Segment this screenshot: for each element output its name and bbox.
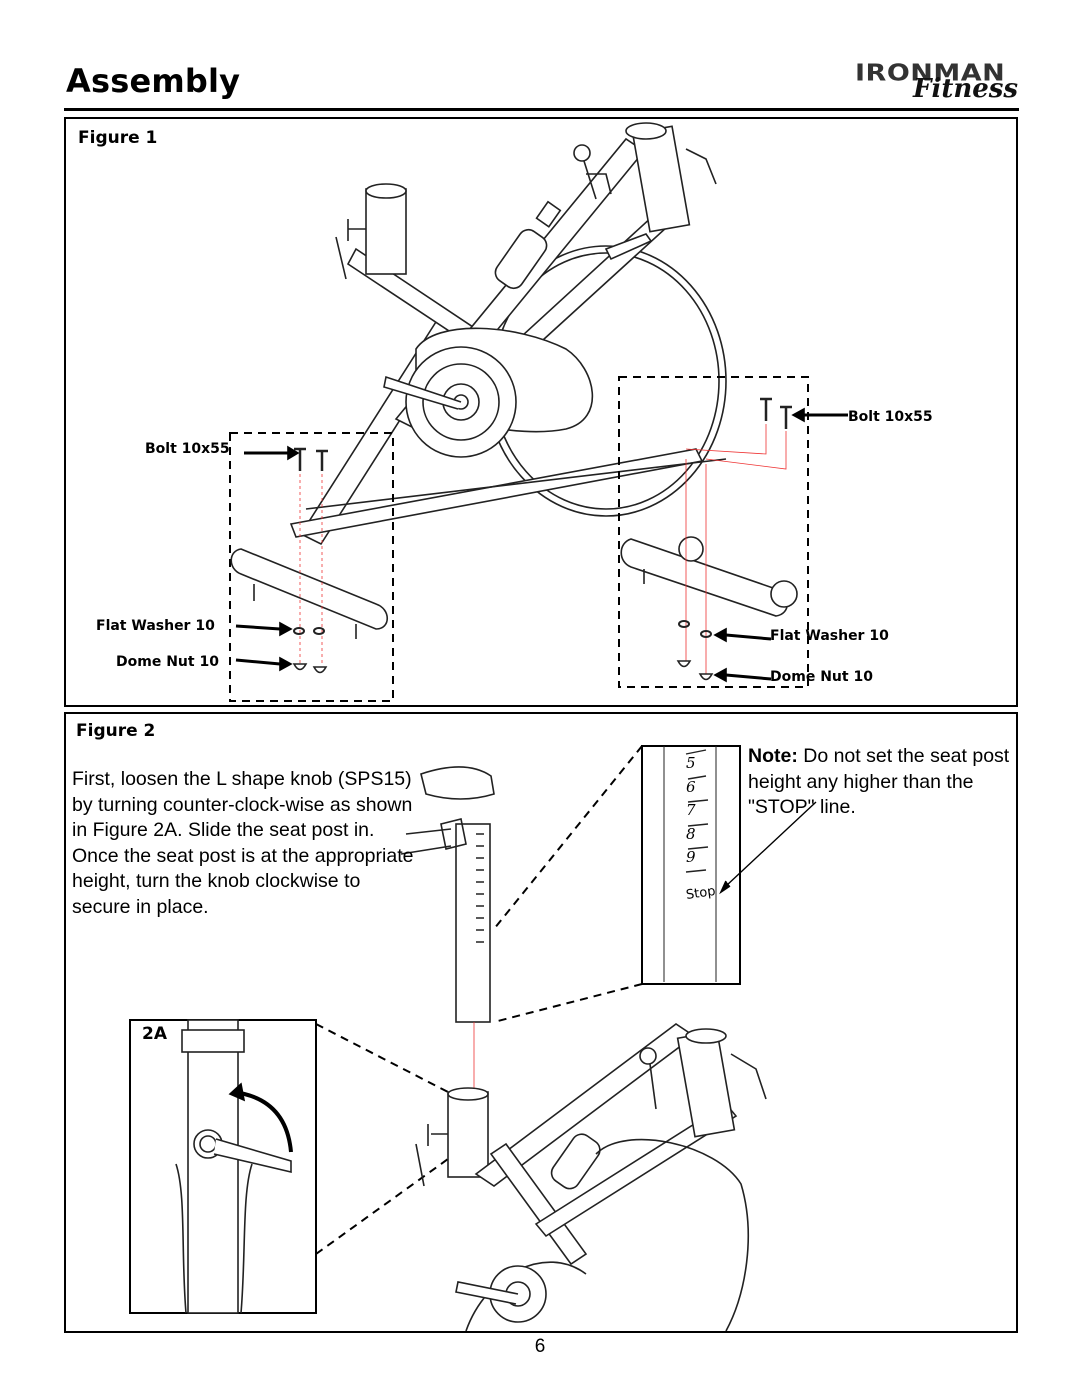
scale-mark-6: 6 [686,777,696,796]
right-washer-callout: Flat Washer 10 [770,628,889,644]
scale-mark-9: 9 [686,848,696,866]
logo-script: Fitness [913,74,1019,104]
note-label: Note: [748,745,798,767]
page-number: 6 [534,1336,546,1357]
scale-mark-7: 7 [686,801,696,819]
figure-2-panel: Figure 2 [64,712,1018,1333]
seat-post-scale-marks: 5 6 7 8 9 [686,752,696,870]
figure-1-panel: Figure 1 [64,117,1018,707]
scale-mark-5: 5 [686,754,696,772]
logo-brand: IRONMAN [855,60,1006,87]
ironman-fitness-logo: IRONMAN Fitness [855,48,1020,108]
left-nut-callout: Dome Nut 10 [116,654,219,670]
scale-mark-8: 8 [686,824,696,843]
figure-2-label: Figure 2 [76,721,156,741]
right-nut-callout: Dome Nut 10 [770,669,873,685]
figure-1-label: Figure 1 [78,128,158,148]
title-rule [64,108,1019,111]
page-title: Assembly [66,62,241,100]
left-washer-callout: Flat Washer 10 [96,618,215,634]
bike-frame-assembly-drawing [229,122,848,702]
seat-post-instructions: First, loosen the L shape knob (SPS15) b… [72,768,414,918]
inset-2a-label: 2A [142,1024,167,1044]
left-bolt-callout: Bolt 10x55 [145,441,230,457]
seat-post-drawing [129,745,817,1331]
note-text: Do not set the seat post height any high… [748,745,1010,818]
right-bolt-callout: Bolt 10x55 [848,409,933,425]
stop-line-note: Note: Do not set the seat post height an… [748,744,1013,821]
